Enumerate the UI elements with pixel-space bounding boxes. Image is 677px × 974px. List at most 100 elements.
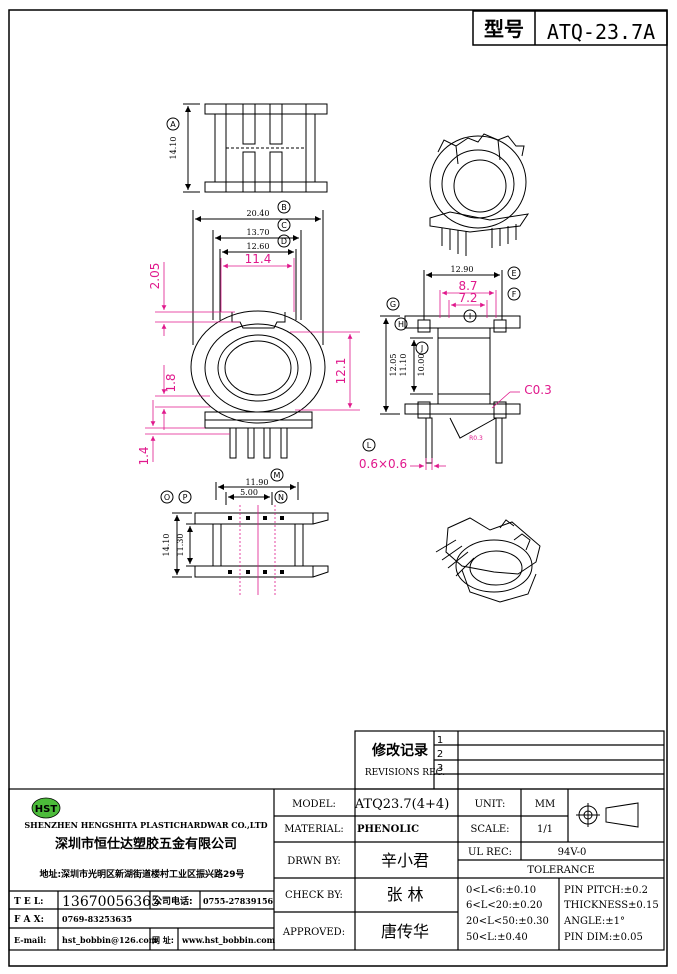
dim-205: 2.05 [148,263,162,290]
svg-text:7.2: 7.2 [458,291,477,305]
email-label: E-mail: [14,935,46,945]
fax-value: 0769-83253635 [62,914,132,924]
svg-text:N: N [278,493,284,502]
svg-text:0.6×0.6: 0.6×0.6 [359,457,407,471]
bottom-view-magenta [239,505,276,595]
callout-a: A [166,117,180,131]
revisions-block: 1 2 3 [354,730,665,790]
svg-text:H: H [398,320,404,329]
svg-text:10.00: 10.00 [417,354,426,377]
svg-text:A: A [170,120,176,129]
dim-inner-114: 11.4 [245,252,272,266]
svg-text:14.10: 14.10 [162,534,171,557]
svg-text:12.60: 12.60 [247,242,270,251]
svg-text:G: G [390,300,396,309]
callout-j: J [415,341,429,355]
callout-d: D [277,234,291,248]
svg-text:M: M [274,471,281,480]
svg-text:P: P [183,493,188,502]
callout-o: O [160,490,174,504]
svg-text:2: 2 [437,749,443,760]
svg-text:5.00: 5.00 [240,488,258,497]
email-value: hst_bobbin@126.com [62,935,158,945]
tol-len-2: 6<L<20:±0.20 [466,900,543,911]
svg-text:3: 3 [437,763,443,774]
svg-text:B: B [281,203,287,212]
side-view-magenta [410,290,520,470]
ul-label: UL REC: [468,847,512,858]
title-block-grid [8,788,665,951]
company-name-cn: 深圳市恒仕达塑胶五金有限公司 [55,836,237,852]
scale-label: SCALE: [470,824,509,835]
svg-text:E: E [511,269,516,278]
svg-text:HST: HST [35,804,58,815]
svg-text:12.05: 12.05 [389,354,398,377]
callout-h: H [394,317,408,331]
svg-text:11.90: 11.90 [246,478,269,487]
company-address: 地址:深圳市光明区新湖街道楼村工业区振兴路29号 [39,868,244,880]
front-dim-labels: 20.40 13.70 12.60 [247,209,270,251]
tol-other-1: PIN PITCH:±0.2 [564,885,648,896]
tolerance-label: TOLERANCE [527,865,594,876]
iso-view-bottom [435,517,541,603]
dim-18: 1.8 [164,373,178,392]
svg-text:11.10: 11.10 [399,354,408,377]
scale-value: 1/1 [537,824,553,835]
svg-text:D: D [281,237,287,246]
svg-text:L: L [367,441,372,450]
side-view-labels: 12.90 8.7 7.2 12.05 11.10 10.00 C0.3 R0.… [359,265,552,471]
unit-value: MM [535,799,555,810]
material-value: PHENOLIC [357,824,419,835]
revisions-title-cn: 修改记录 [371,742,428,759]
side-view [380,270,521,464]
svg-text:J: J [420,344,423,353]
check-value: 张 林 [386,885,423,904]
company-logo: HST [31,797,61,819]
callout-b: B [277,200,291,214]
tol-len-1: 0<L<6:±0.10 [466,885,536,896]
svg-text:C0.3: C0.3 [524,383,551,397]
callout-e: E [507,266,521,280]
top-view [183,103,328,193]
projection-symbol-icon [576,802,639,828]
svg-text:20.40: 20.40 [247,209,270,218]
svg-text:C: C [281,221,287,230]
ul-value: 94V-0 [558,847,587,858]
company-phone-value: 0755-27839156 [203,896,274,906]
company-name-en: SHENZHEN HENGSHITA PLASTICHARDWAR CO.,LT… [24,820,267,830]
tol-len-4: 50<L:±0.40 [466,932,528,943]
fax-label: F A X: [14,915,44,925]
model-title-box: 型号 ATQ-23.7A [472,10,668,46]
svg-text:13.70: 13.70 [247,228,270,237]
model-field-value: ATQ23.7(4+4) [354,797,450,812]
bottom-view-labels: 11.90 5.00 14.10 11.30 [162,478,268,556]
unit-label: UNIT: [475,799,506,810]
approved-label: APPROVED: [282,927,345,938]
model-field-label: MODEL: [292,799,336,810]
front-view [190,210,326,459]
tol-len-3: 20<L<50:±0.30 [466,916,549,927]
tel-value: 13670056365 [62,894,160,910]
model-value: ATQ-23.7A [547,20,655,44]
tel-label: T E L: [14,897,43,907]
svg-text:O: O [164,493,170,502]
svg-text:R0.3: R0.3 [469,435,483,442]
callout-p: P [178,490,192,504]
check-label: CHECK BY: [285,890,343,901]
tol-other-3: ANGLE:±1° [563,916,625,927]
svg-text:12.90: 12.90 [451,265,474,274]
callout-g: G [386,297,400,311]
drwn-value: 辛小君 [381,851,429,870]
bottom-view-pins [228,516,284,574]
callout-f: F [507,287,521,301]
callout-i: I [463,309,477,323]
revisions-title-en: REVISIONS REC. [365,768,445,778]
callout-n: N [274,490,288,504]
approved-value: 唐传华 [381,922,429,941]
outer-frame [8,9,668,967]
material-label: MATERIAL: [284,824,344,835]
svg-text:I: I [469,312,471,321]
bottom-view [172,482,329,578]
